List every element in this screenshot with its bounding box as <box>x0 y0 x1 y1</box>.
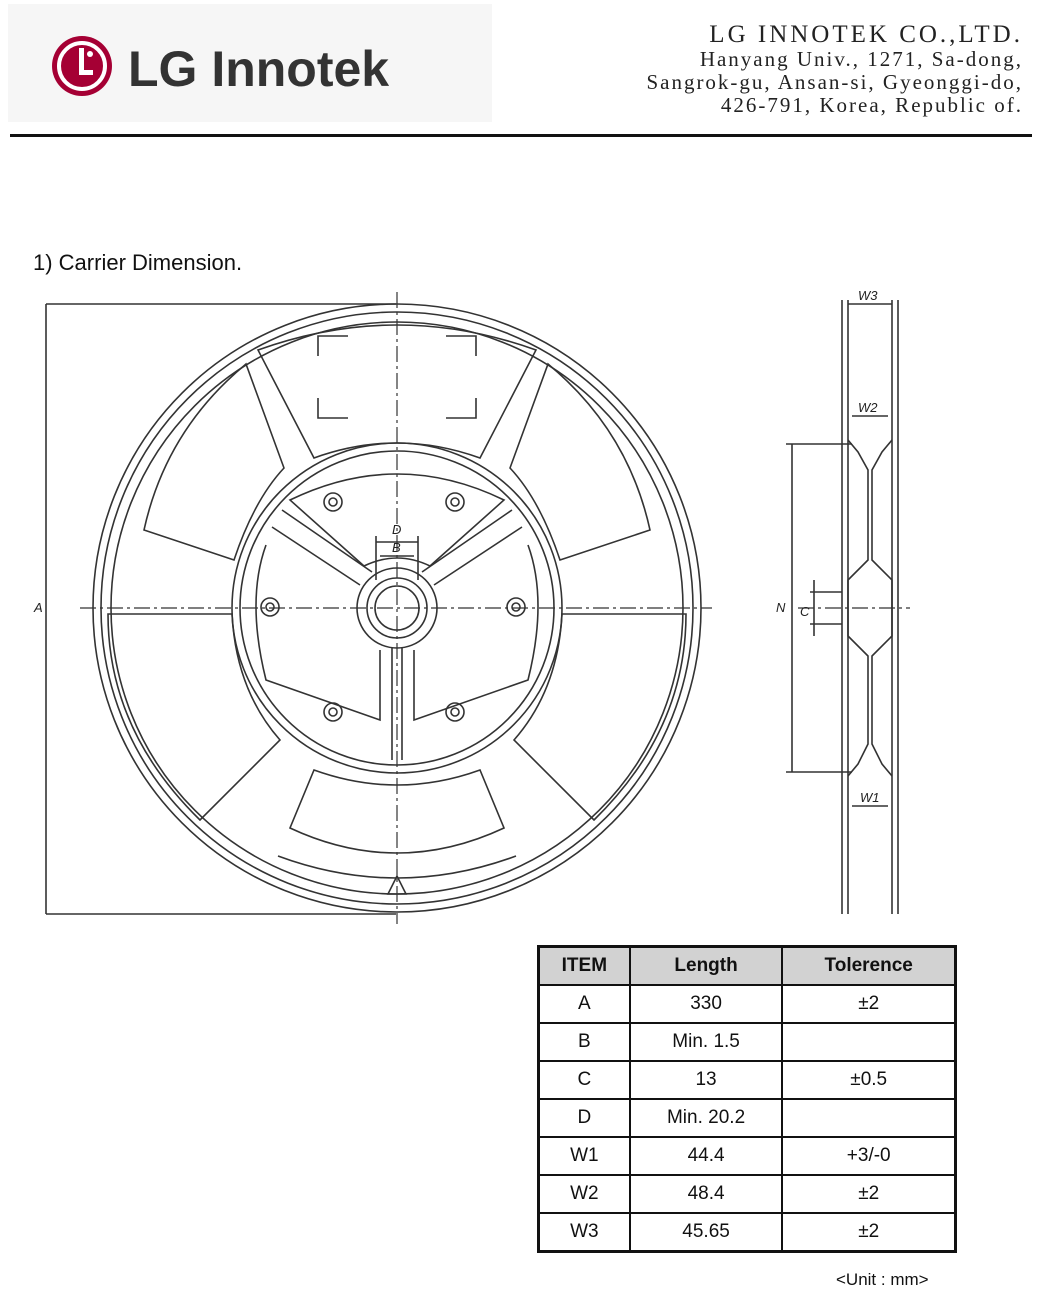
dim-label-c: C <box>800 604 810 619</box>
cell-tolerance: ±2 <box>782 985 955 1023</box>
table-row: W1 44.4 +3/-0 <box>539 1137 956 1175</box>
cell-tolerance: ±0.5 <box>782 1061 955 1099</box>
dimension-table: ITEM Length Tolerence A 330 ±2 B Min. 1.… <box>537 945 957 1253</box>
cell-length: Min. 20.2 <box>630 1099 783 1137</box>
company-address-block: LG INNOTEK CO.,LTD. Hanyang Univ., 1271,… <box>646 22 1023 117</box>
cell-tolerance <box>782 1099 955 1137</box>
dim-label-n: N <box>776 600 786 615</box>
cell-item: W1 <box>539 1137 630 1175</box>
cell-length: 48.4 <box>630 1175 783 1213</box>
cell-item: W3 <box>539 1213 630 1252</box>
table-row: C 13 ±0.5 <box>539 1061 956 1099</box>
cell-length: 45.65 <box>630 1213 783 1252</box>
dim-label-w3: W3 <box>858 288 878 303</box>
address-line-3: 426-791, Korea, Republic of. <box>646 94 1023 117</box>
brand-name: LG Innotek <box>128 40 389 98</box>
address-line-2: Sangrok-gu, Ansan-si, Gyeonggi-do, <box>646 71 1023 94</box>
table-header-row: ITEM Length Tolerence <box>539 947 956 986</box>
section-title: 1) Carrier Dimension. <box>33 250 242 276</box>
table-row: W2 48.4 ±2 <box>539 1175 956 1213</box>
header-length: Length <box>630 947 783 986</box>
unit-note: <Unit : mm> <box>836 1270 929 1290</box>
cell-item: D <box>539 1099 630 1137</box>
cell-length: 13 <box>630 1061 783 1099</box>
cell-tolerance: ±2 <box>782 1213 955 1252</box>
cell-length: 330 <box>630 985 783 1023</box>
reel-drawing: A D B C N W3 W2 W1 <box>0 280 1045 930</box>
cell-tolerance: ±2 <box>782 1175 955 1213</box>
cell-length: Min. 1.5 <box>630 1023 783 1061</box>
cell-tolerance: +3/-0 <box>782 1137 955 1175</box>
table-row: W3 45.65 ±2 <box>539 1213 956 1252</box>
table-row: B Min. 1.5 <box>539 1023 956 1061</box>
header-tolerance: Tolerence <box>782 947 955 986</box>
table-row: D Min. 20.2 <box>539 1099 956 1137</box>
logo-area: LG Innotek <box>8 4 492 122</box>
table-row: A 330 ±2 <box>539 985 956 1023</box>
dim-label-d: D <box>392 522 401 537</box>
cell-item: C <box>539 1061 630 1099</box>
dim-label-a: A <box>33 600 43 615</box>
company-name: LG INNOTEK CO.,LTD. <box>646 22 1023 48</box>
cell-item: A <box>539 985 630 1023</box>
header-divider <box>10 134 1032 137</box>
dim-label-b: B <box>392 540 401 555</box>
cell-tolerance <box>782 1023 955 1061</box>
dim-label-w1: W1 <box>860 790 880 805</box>
header-item: ITEM <box>539 947 630 986</box>
dim-label-w2: W2 <box>858 400 878 415</box>
cell-length: 44.4 <box>630 1137 783 1175</box>
lg-logo-icon <box>50 34 114 98</box>
cell-item: W2 <box>539 1175 630 1213</box>
cell-item: B <box>539 1023 630 1061</box>
address-line-1: Hanyang Univ., 1271, Sa-dong, <box>646 48 1023 71</box>
